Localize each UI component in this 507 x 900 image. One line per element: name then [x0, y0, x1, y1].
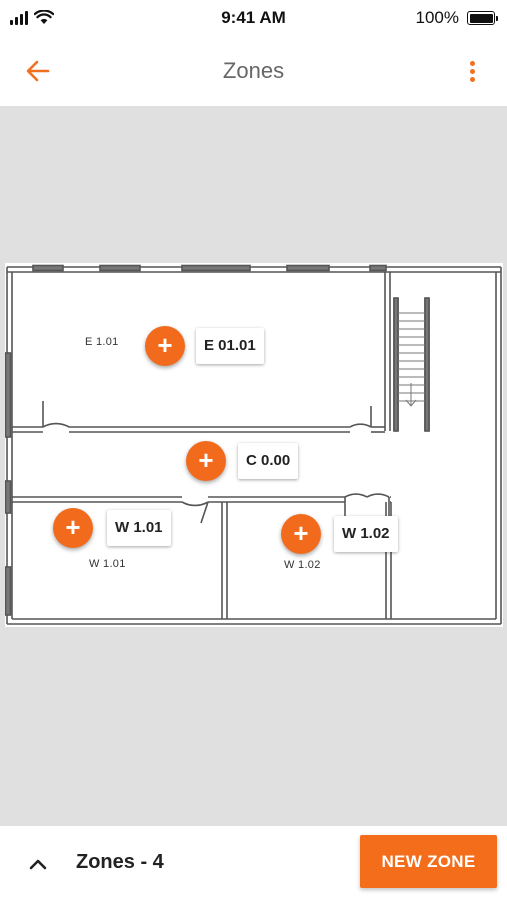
more-options-button[interactable]: [457, 56, 487, 86]
chevron-up-icon: [29, 859, 47, 870]
floorplan-viewport[interactable]: E 1.01 + E 01.01 + C 0.00 + W 1.01 W 1.0…: [0, 106, 507, 826]
arrow-left-icon: [26, 60, 50, 82]
status-time: 9:41 AM: [221, 8, 286, 27]
zone-pin-w102[interactable]: +: [281, 514, 321, 554]
expand-zones-button[interactable]: [22, 848, 54, 880]
back-button[interactable]: [20, 56, 56, 86]
plus-icon: +: [65, 512, 81, 542]
bottom-bar: Zones - 4 NEW ZONE: [0, 826, 507, 900]
page-title: Zones: [222, 58, 285, 83]
app-header: Zones: [0, 36, 507, 106]
zones-count: Zones - 4: [76, 851, 164, 873]
more-vertical-icon: [469, 60, 475, 66]
zone-label-e0101[interactable]: E 01.01: [196, 328, 264, 364]
zone-label-w102[interactable]: W 1.02: [334, 516, 398, 552]
status-icons-left: [10, 10, 54, 25]
plus-icon: +: [293, 518, 309, 548]
signal-icon: [10, 11, 28, 25]
floorplan[interactable]: E 1.01 + E 01.01 + C 0.00 + W 1.01 W 1.0…: [5, 263, 503, 627]
room-name-w101: W 1.01: [89, 558, 126, 570]
zone-label-w101[interactable]: W 1.01: [107, 510, 171, 546]
zone-pin-e0101[interactable]: +: [145, 326, 185, 366]
room-name-w102: W 1.02: [284, 559, 321, 571]
new-zone-button[interactable]: NEW ZONE: [360, 835, 497, 888]
battery-percentage: 100%: [415, 8, 459, 27]
plus-icon: +: [198, 445, 214, 475]
battery-icon: [467, 11, 498, 25]
room-name-e101: E 1.01: [85, 336, 119, 348]
floorplan-drawing: [5, 263, 503, 627]
status-bar: 9:41 AM 100%: [0, 0, 507, 36]
zone-label-c000[interactable]: C 0.00: [238, 443, 299, 479]
zone-pin-w101[interactable]: +: [53, 508, 93, 548]
wifi-icon: [34, 10, 54, 24]
plus-icon: +: [157, 330, 173, 360]
zone-pin-c000[interactable]: +: [186, 441, 226, 481]
status-icons-right: 100%: [415, 8, 498, 28]
